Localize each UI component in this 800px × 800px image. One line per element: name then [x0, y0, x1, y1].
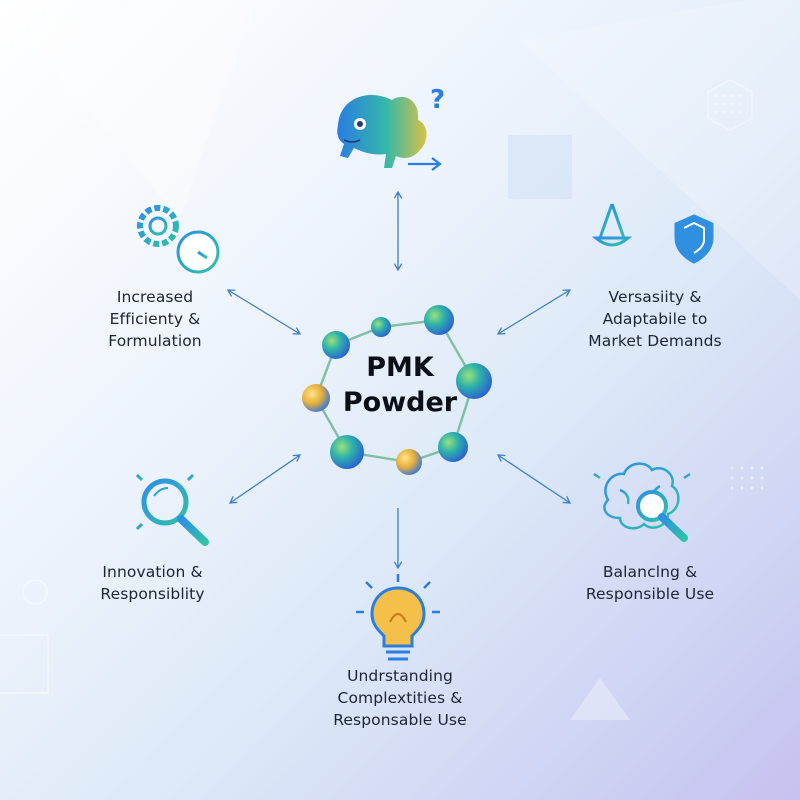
svg-text:?: ?	[430, 85, 445, 115]
molecule-atom	[371, 317, 391, 337]
center-title: PMK Powder	[300, 350, 500, 420]
label-versatility: Versasiity & Adaptabile to Market Demand…	[570, 286, 740, 352]
molecule-atom	[302, 384, 330, 412]
label-line: Balanclng &	[602, 563, 698, 581]
molecule-atom	[456, 363, 492, 399]
label-line: Efficienty &	[109, 310, 201, 328]
label-line: Formulation	[108, 332, 202, 350]
label-line: Increased	[116, 288, 194, 306]
molecule-atom	[330, 435, 364, 469]
label-line: Market Demands	[588, 332, 722, 350]
molecule-atom	[396, 449, 422, 475]
molecule-ring	[302, 305, 492, 475]
gears-stopwatch-icon	[92, 205, 220, 274]
arrow-top-right	[496, 289, 572, 335]
molecule-atom	[438, 432, 468, 462]
background-decoration	[508, 135, 572, 199]
molecule-atom	[322, 331, 350, 359]
label-line: Undrstanding	[347, 667, 453, 685]
center-title-line1: PMK	[366, 352, 434, 383]
label-innovation: Innovation & Responsiblity	[80, 561, 225, 605]
label-balancing: Balanclng & Responsible Use	[570, 561, 730, 605]
label-line: Versasiity &	[608, 288, 702, 306]
label-line: Responsible Use	[585, 585, 715, 603]
chameleon-question-icon: ?	[337, 85, 445, 171]
label-efficiency: Increased Efficienty & Formulation	[80, 286, 230, 352]
lightbulb-icon	[356, 574, 440, 661]
arrow-bottom-left	[228, 454, 302, 504]
center-title-line2: Powder	[342, 387, 458, 418]
arrow-top-left	[226, 289, 302, 335]
label-line: Adaptabile to	[602, 310, 708, 328]
label-understanding: Undrstanding Complextities & Responsable…	[310, 665, 490, 731]
label-line: Complextities &	[337, 689, 463, 707]
scales-shield-icon	[592, 198, 714, 264]
arrow-bottom-right	[496, 454, 572, 504]
molecule-atom	[424, 305, 454, 335]
label-line: Innovation &	[102, 563, 203, 581]
label-line: Responsable Use	[333, 711, 467, 729]
connector-arrows	[226, 190, 572, 570]
magnifier-icon	[128, 472, 209, 546]
brain-magnifier-icon	[593, 462, 691, 542]
label-line: Responsiblity	[100, 585, 205, 603]
